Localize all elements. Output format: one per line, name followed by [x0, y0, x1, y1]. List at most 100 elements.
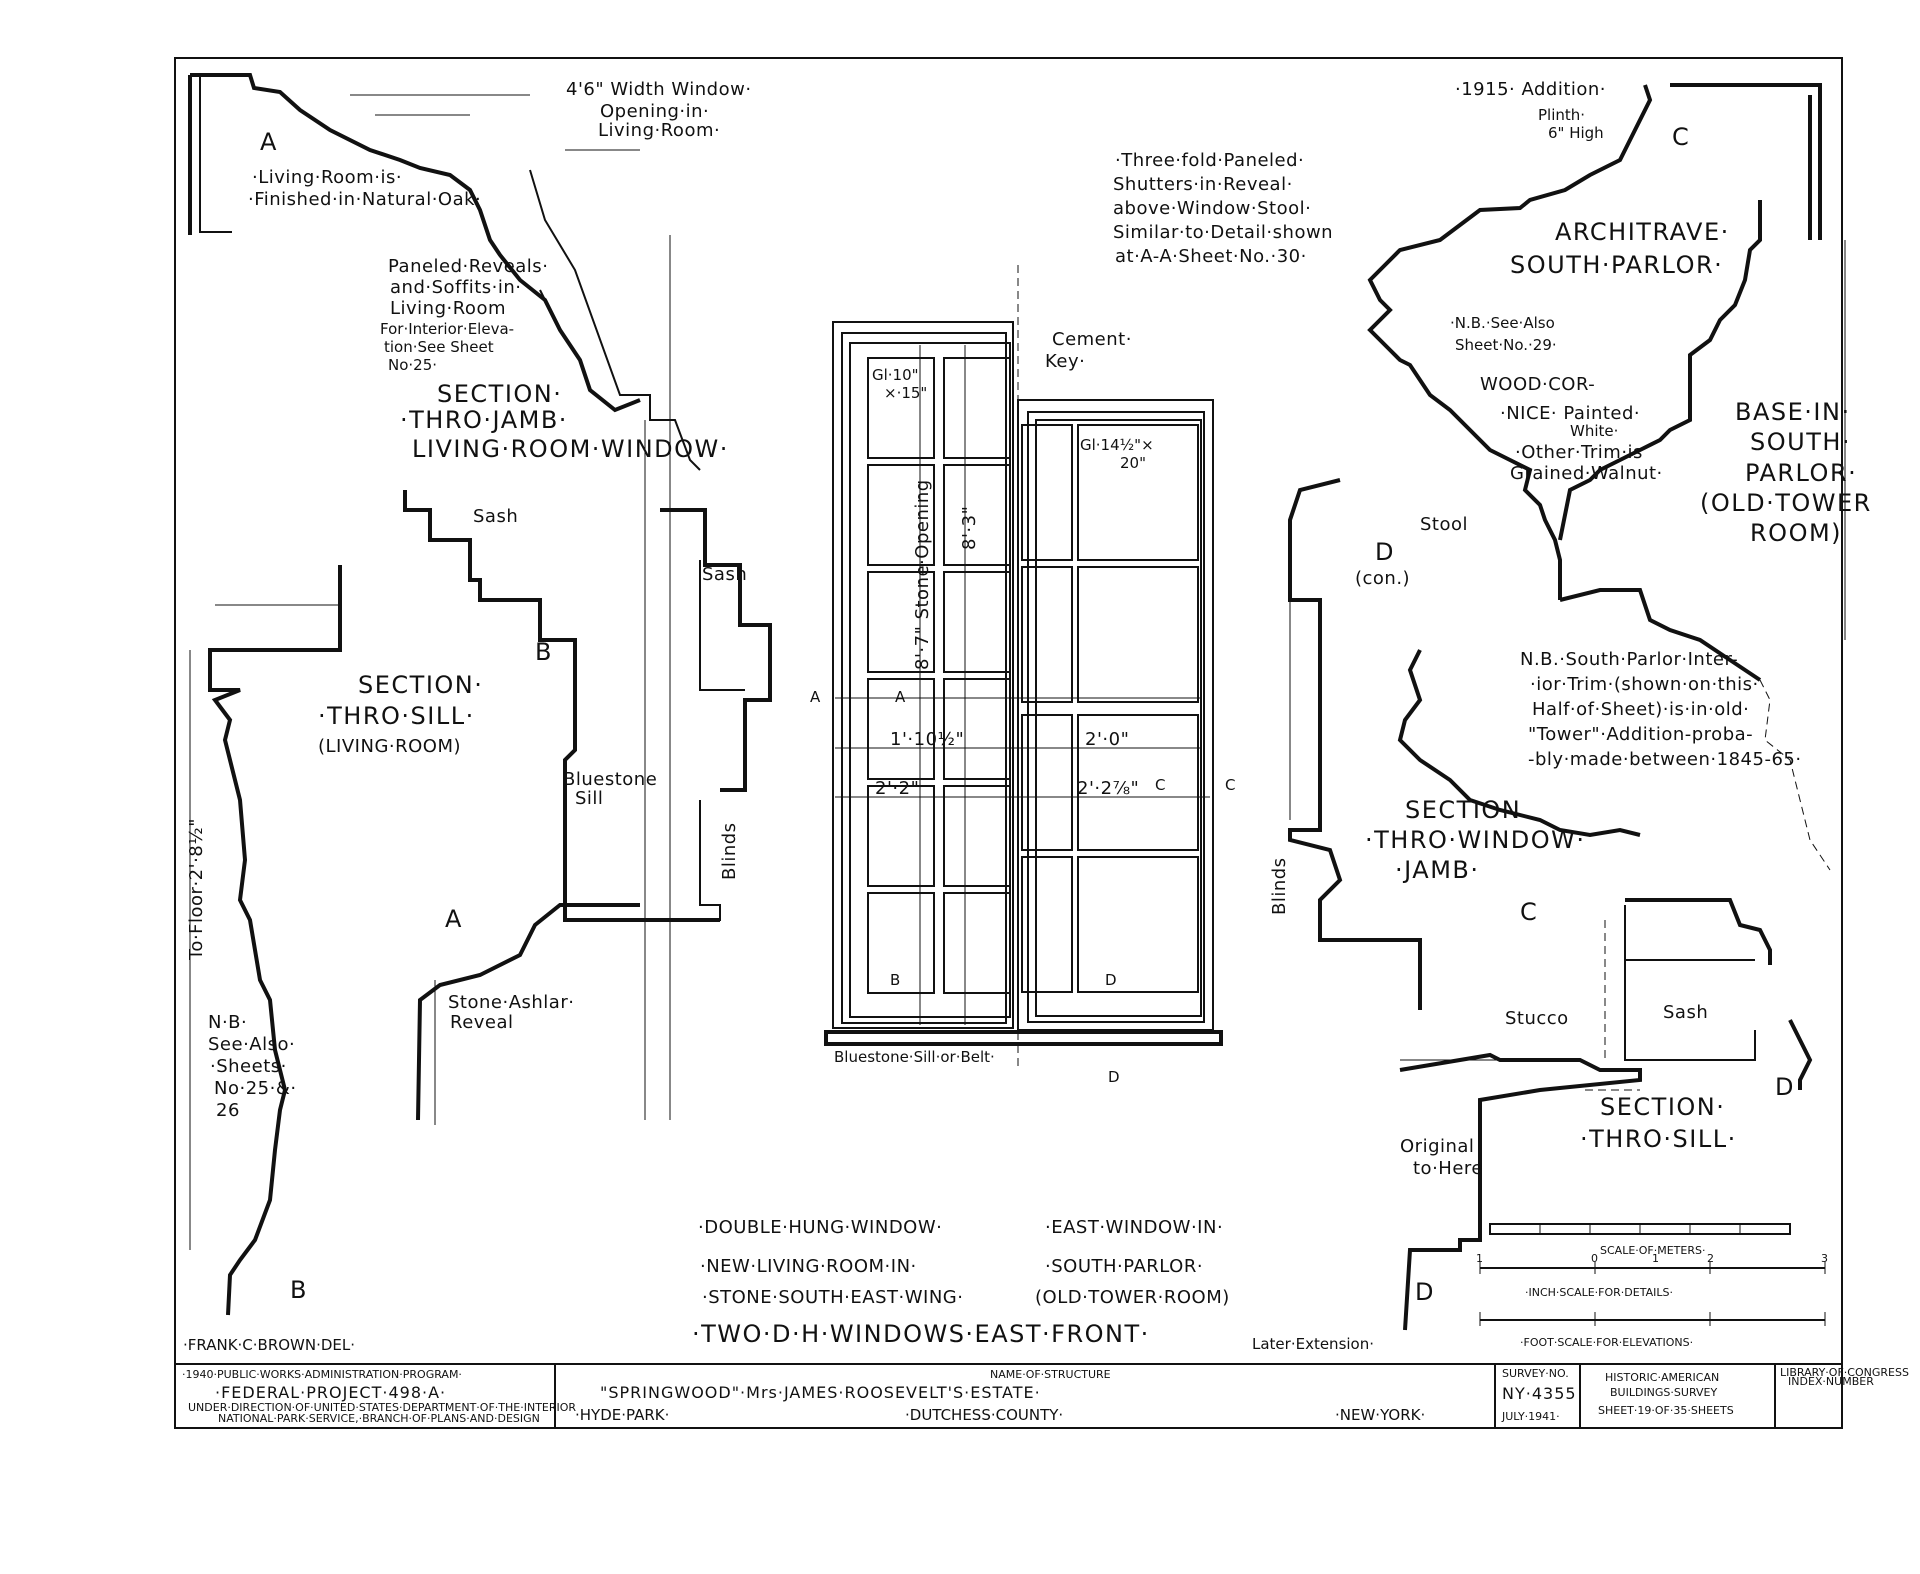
nb-left-line2: See·Also·	[208, 1034, 295, 1055]
stool-label: Stool	[1420, 514, 1468, 535]
base-line3: PARLOR·	[1745, 459, 1857, 487]
base-line4: (OLD·TOWER	[1700, 489, 1872, 517]
sash-label-left: Sash	[473, 506, 518, 527]
section-jamb-title2: ·THRO·JAMB·	[400, 406, 568, 434]
tb-habs1: HISTORIC·AMERICAN	[1605, 1371, 1719, 1384]
blinds-right: Blinds	[1269, 857, 1290, 915]
bluestone-label: Bluestone	[563, 769, 657, 790]
marker-d-elev: D	[1105, 971, 1117, 989]
header-1915: ·1915· Addition·	[1455, 79, 1606, 100]
wood-line1: WOOD·COR-	[1480, 374, 1595, 395]
wood-line4: ·Other·Trim·is	[1515, 442, 1643, 463]
marker-c-elev2: C	[1225, 776, 1235, 794]
section-sill-right1: SECTION·	[1600, 1093, 1725, 1121]
tb-state: ·NEW·YORK·	[1335, 1406, 1425, 1424]
tb-direction: UNDER·DIRECTION·OF·UNITED·STATES·DEPARTM…	[188, 1401, 576, 1414]
con-label: (con.)	[1355, 568, 1410, 589]
glass-left-size: Gl·10"	[872, 366, 919, 384]
nb-left-line1: N·B·	[208, 1012, 247, 1033]
base-line5: ROOM)	[1750, 519, 1842, 547]
nb-see-line2: Sheet·No.·29·	[1455, 336, 1557, 354]
nb-parlor-line3: Half·of·Sheet)·is·in·old·	[1532, 699, 1749, 720]
sash-label-mid: Sash	[702, 564, 747, 585]
opening-in-label: Opening·in·	[600, 101, 709, 122]
cement-key-label: Key·	[1045, 351, 1085, 372]
marker-a-lower: A	[445, 905, 463, 933]
marker-a-elev: A	[810, 688, 821, 706]
dim-2-2-7-8: 2'·2⅞"	[1077, 778, 1139, 799]
nb-see-line1: ·N.B.·See·Also	[1450, 314, 1555, 332]
wood-line2: ·NICE· Painted·	[1500, 403, 1640, 424]
paneled-line4: For·Interior·Eleva-	[380, 320, 514, 338]
dim-8-3: 8'·3"	[959, 506, 980, 550]
paneled-line3: Living·Room	[390, 298, 506, 319]
marker-c-elev: C	[1155, 776, 1165, 794]
plinth-label: Plinth·	[1538, 106, 1585, 124]
caption-line3a: ·STONE·SOUTH·EAST·WING·	[702, 1287, 963, 1308]
tb-park-service: NATIONAL·PARK·SERVICE,·BRANCH·OF·PLANS·A…	[218, 1412, 540, 1425]
scale-tick-2: 0	[1591, 1252, 1598, 1265]
caption-line1a: ·DOUBLE·HUNG·WINDOW·	[698, 1217, 942, 1238]
bluestone-sill-label: Sill	[575, 788, 603, 809]
scale-foot-label: ·FOOT·SCALE·FOR·ELEVATIONS·	[1520, 1336, 1693, 1349]
marker-d-low: D	[1415, 1278, 1435, 1306]
wood-line5: Grained·Walnut·	[1510, 463, 1663, 484]
tb-structure: "SPRINGWOOD"·Mrs·JAMES·ROOSEVELT'S·ESTAT…	[600, 1383, 1041, 1402]
marker-d-top: D	[1375, 538, 1395, 566]
glass-right-size2: 20"	[1120, 454, 1146, 472]
tb-name-label: NAME·OF·STRUCTURE	[990, 1368, 1111, 1381]
stucco-label: Stucco	[1505, 1008, 1569, 1029]
drafter-credit: ·FRANK·C·BROWN·DEL·	[183, 1336, 355, 1354]
nb-parlor-line4: "Tower"·Addition-proba-	[1528, 724, 1753, 745]
base-line1: BASE·IN·	[1735, 398, 1851, 426]
caption-line3b: (OLD·TOWER·ROOM)	[1035, 1287, 1230, 1308]
marker-b-elev: B	[890, 971, 900, 989]
nb-left-line3: ·Sheets·	[210, 1056, 287, 1077]
tb-survey-label: SURVEY·NO.	[1502, 1367, 1569, 1380]
wood-line3: White·	[1570, 422, 1618, 440]
stone-ashlar-line2: Reveal	[450, 1012, 514, 1033]
living-oak-line2: ·Finished·in·Natural·Oak·	[248, 189, 481, 210]
bluestone-belt-label: Bluestone·Sill·or·Belt·	[834, 1048, 995, 1066]
window-elevation: Cement· Key· Gl·10" ×·15" Gl·14½"× 20" 8…	[810, 265, 1235, 1086]
tb-loc2: INDEX·NUMBER	[1788, 1375, 1874, 1388]
shutters-line4: Similar·to·Detail·shown	[1113, 222, 1333, 243]
marker-c-top: C	[1672, 123, 1690, 151]
scale-bars: SCALE·OF·METERS· 1 0 1 2 3 ·INCH·SCALE·F…	[1476, 1223, 1828, 1349]
width-window-label: 4'6" Width Window·	[566, 79, 752, 100]
marker-d-right: D	[1775, 1073, 1795, 1101]
cement-label: Cement·	[1052, 329, 1132, 350]
nb-parlor-line1: N.B.·South·Parlor·Inter-	[1520, 649, 1738, 670]
stone-ashlar-line1: Stone·Ashlar·	[448, 992, 574, 1013]
caption-line2b: ·SOUTH·PARLOR·	[1045, 1256, 1203, 1277]
scale-tick-1: 1	[1476, 1252, 1483, 1265]
scale-tick-4: 2	[1707, 1252, 1714, 1265]
dim-2-0: 2'·0"	[1085, 729, 1129, 750]
shutters-line3: above·Window·Stool·	[1113, 198, 1311, 219]
shutters-line2: Shutters·in·Reveal·	[1113, 174, 1293, 195]
plinth-high: 6" High	[1548, 124, 1604, 142]
caption-line4: ·TWO·D·H·WINDOWS·EAST·FRONT·	[692, 1320, 1150, 1348]
section-window-title1: SECTION	[1405, 796, 1521, 824]
shutters-line5: at·A-A·Sheet·No.·30·	[1115, 246, 1307, 267]
glass-left-size2: ×·15"	[884, 384, 927, 402]
right-sash-panes	[1021, 424, 1199, 993]
marker-c-right: C	[1520, 898, 1538, 926]
tb-program: ·1940·PUBLIC·WORKS·ADMINISTRATION·PROGRA…	[182, 1368, 462, 1381]
section-window-title3: ·JAMB·	[1395, 856, 1480, 884]
living-oak-line1: ·Living·Room·is·	[252, 167, 402, 188]
section-jamb-title1: SECTION·	[437, 380, 562, 408]
tb-survey-no: NY·4355	[1502, 1384, 1577, 1403]
section-sill-title3: (LIVING·ROOM)	[318, 736, 461, 757]
scale-tick-3: 1	[1652, 1252, 1659, 1265]
section-sill-title1: SECTION·	[358, 671, 483, 699]
architrave-title2: SOUTH·PARLOR·	[1510, 251, 1723, 279]
tb-project: ·FEDERAL·PROJECT·498·A·	[215, 1383, 446, 1402]
paneled-line1: Paneled·Reveals·	[388, 256, 548, 277]
nb-left-line4: No·25·&·	[214, 1078, 297, 1099]
section-jamb-title3: LIVING·ROOM·WINDOW·	[412, 435, 729, 463]
scale-meters-label: SCALE·OF·METERS·	[1600, 1244, 1705, 1257]
tb-county: ·DUTCHESS·COUNTY·	[905, 1406, 1063, 1424]
dim-1-10: 1'·10½"	[890, 729, 964, 750]
